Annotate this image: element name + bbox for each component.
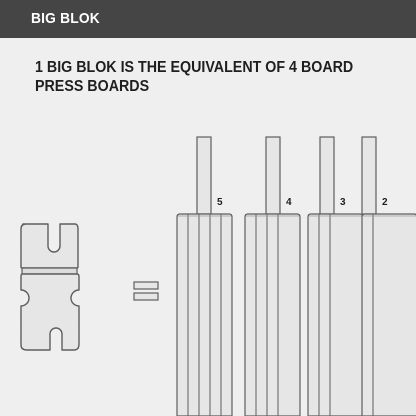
board-label-2: 2 (382, 197, 388, 208)
board-stack-5: 5 (176, 136, 233, 416)
headline-line-2: PRESS BOARDS (35, 78, 150, 95)
board-label-5: 5 (217, 197, 223, 208)
board-body (307, 213, 364, 416)
board-body (244, 213, 301, 416)
headline-line-1: 1 BIG BLOK IS THE EQUIVALENT OF 4 BOARD (35, 59, 354, 76)
board-stacks: 5 4 3 2 (176, 136, 416, 416)
equals-icon (133, 281, 159, 301)
header-bar: BIG BLOK (0, 0, 416, 38)
headline: 1 BIG BLOK IS THE EQUIVALENT OF 4 BOARD … (35, 58, 366, 96)
board-stem (361, 136, 377, 215)
board-stack-2: 2 (361, 136, 416, 416)
big-blok-icon (20, 223, 80, 351)
board-label-3: 3 (340, 197, 346, 208)
board-stem (319, 136, 335, 215)
board-stack-3: 3 (307, 136, 364, 416)
board-body (361, 213, 416, 416)
board-stem (196, 136, 212, 215)
board-body (176, 213, 233, 416)
header-title: BIG BLOK (31, 10, 100, 27)
board-stem (265, 136, 281, 215)
board-stack-4: 4 (244, 136, 301, 416)
board-label-4: 4 (286, 197, 292, 208)
